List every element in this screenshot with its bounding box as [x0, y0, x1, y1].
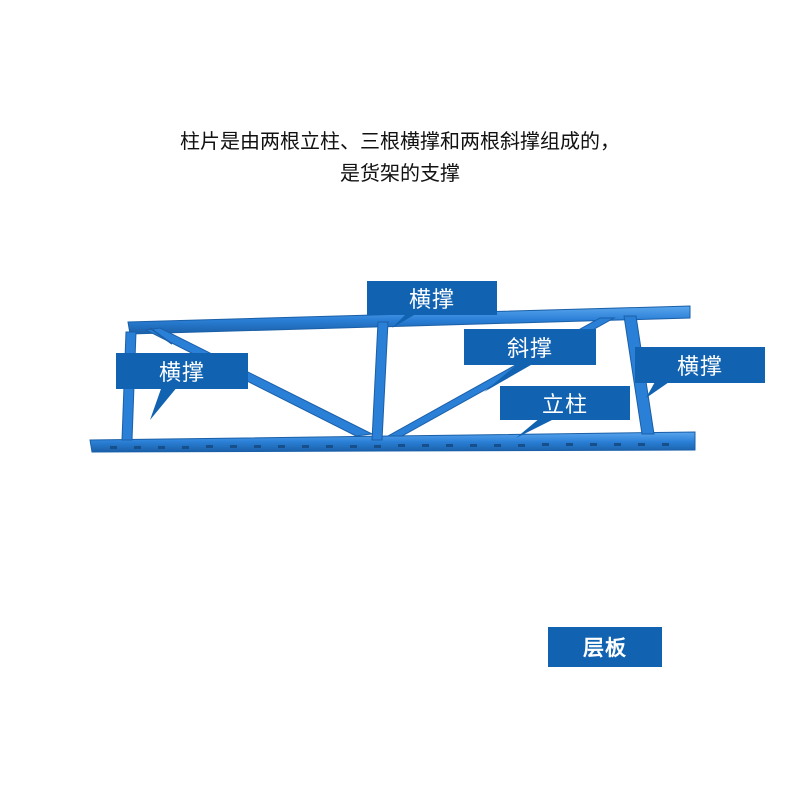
description-line-2: 是货架的支撑	[340, 161, 460, 185]
description-line-1: 柱片是由两根立柱、三根横撑和两根斜撑组成的，	[180, 129, 620, 153]
bottom-beam-holes	[110, 443, 669, 449]
left-crossbar-label: 横撑	[116, 353, 248, 389]
diagonal-brace-label: 斜撑	[464, 329, 596, 365]
bottom-upright-beam	[89, 431, 696, 453]
middle-crossbar	[371, 321, 389, 441]
shelf-panel-label: 层板	[548, 627, 662, 667]
top-upright-beam	[127, 305, 691, 335]
right-crossbar-pointer	[646, 380, 672, 398]
right-crossbar-label: 横撑	[635, 347, 765, 383]
top-crossbar-label: 横撑	[367, 281, 497, 315]
diagonal-brace-pointer	[484, 362, 536, 392]
upright-label: 立柱	[500, 386, 630, 420]
left-crossbar-pointer	[150, 386, 178, 420]
inner-brace-line	[149, 327, 173, 345]
upright-pointer	[516, 418, 556, 438]
